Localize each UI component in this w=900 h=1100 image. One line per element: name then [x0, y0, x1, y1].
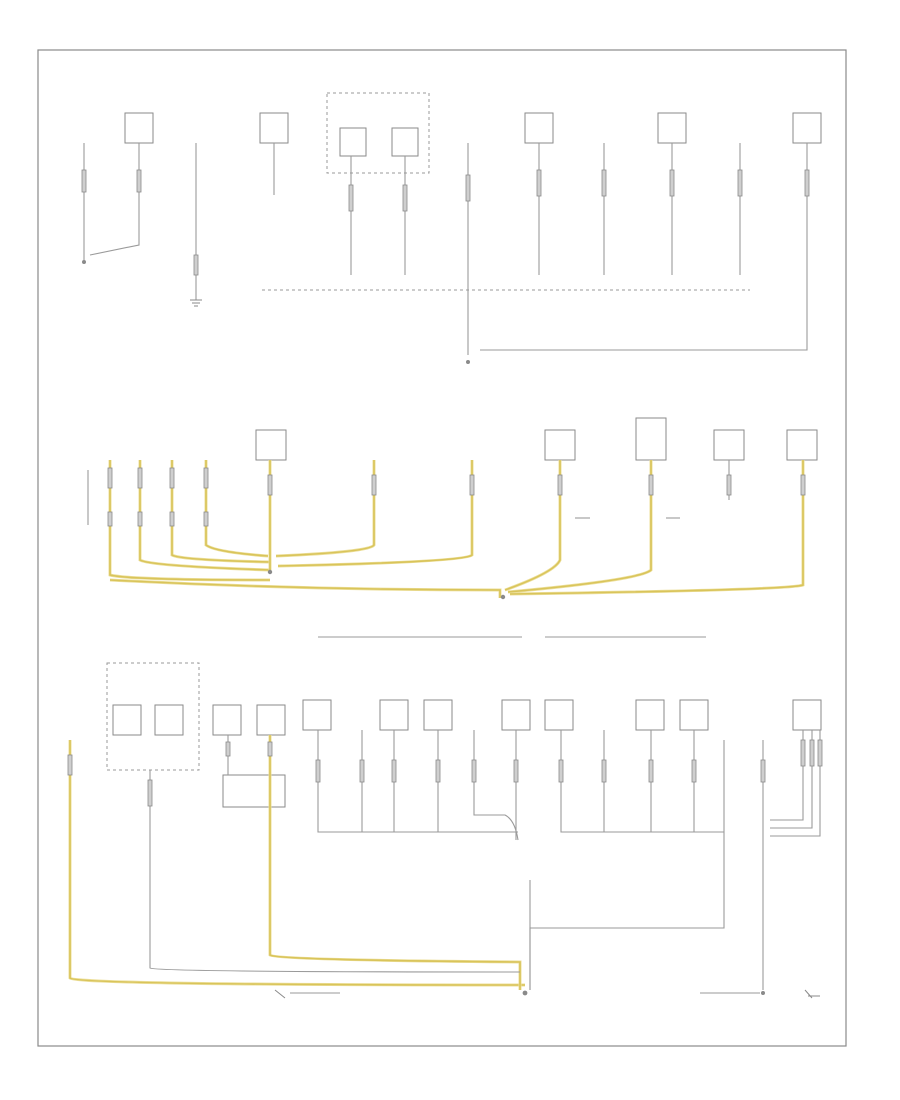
top-section [81, 92, 822, 364]
bottom-section [67, 636, 823, 999]
diagram-frame [37, 49, 847, 1047]
middle-section [87, 417, 818, 600]
